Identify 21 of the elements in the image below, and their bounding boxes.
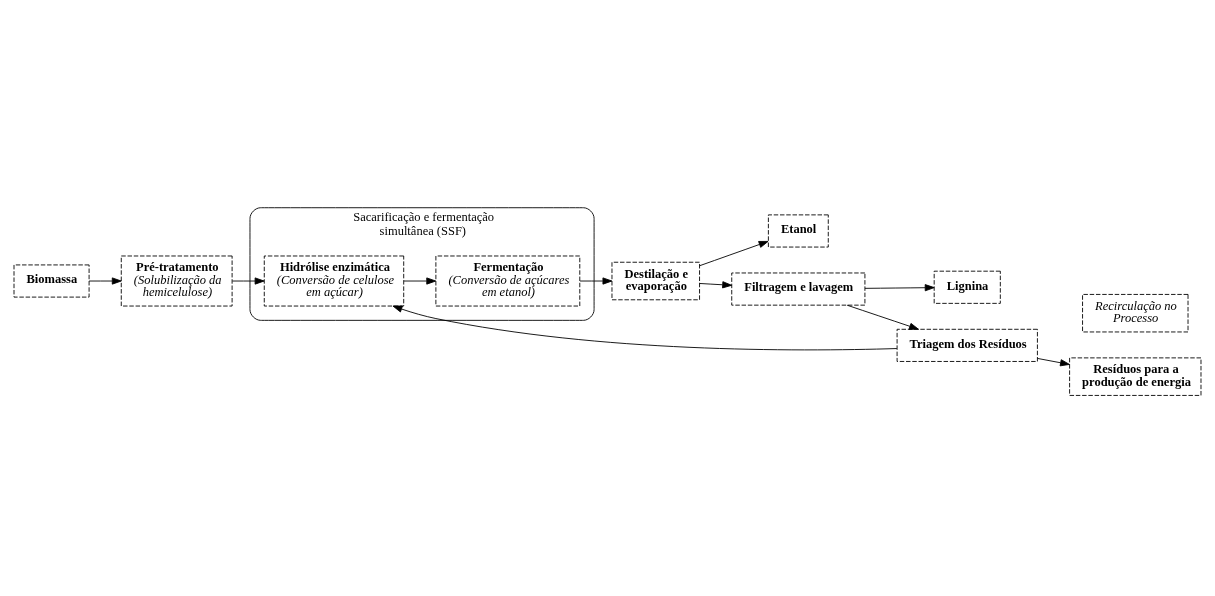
arrow	[392, 305, 898, 351]
arrow	[1037, 357, 1070, 367]
arrow	[579, 277, 613, 285]
arrow	[864, 284, 935, 292]
node-box: Hidrólise enzimática (Conversão de celulose em açúcar)	[263, 255, 405, 307]
node-box: Lignina	[933, 270, 1001, 304]
node-box: Pré-tratamento (Solubilização da hemicelulose)	[120, 255, 233, 307]
node-box: Triagem dos Resíduos	[896, 328, 1038, 362]
node-box: Fermentação (Conversão de açúcares em etanol)	[435, 255, 581, 307]
node-box: Resíduos para a produção de energia	[1069, 357, 1202, 396]
arrow	[699, 281, 733, 289]
arrow	[88, 277, 122, 285]
node-box: Destilação e evaporação	[611, 261, 700, 301]
node-box: Biomassa	[13, 264, 90, 298]
node-box: Filtragem e lavagem	[731, 272, 866, 306]
arrow	[231, 277, 265, 285]
arrow	[846, 304, 919, 330]
node-box: Recirculação no Processo	[1082, 293, 1189, 333]
arrow	[699, 240, 769, 267]
node-box: Etanol	[767, 214, 829, 248]
arrow	[403, 277, 437, 285]
